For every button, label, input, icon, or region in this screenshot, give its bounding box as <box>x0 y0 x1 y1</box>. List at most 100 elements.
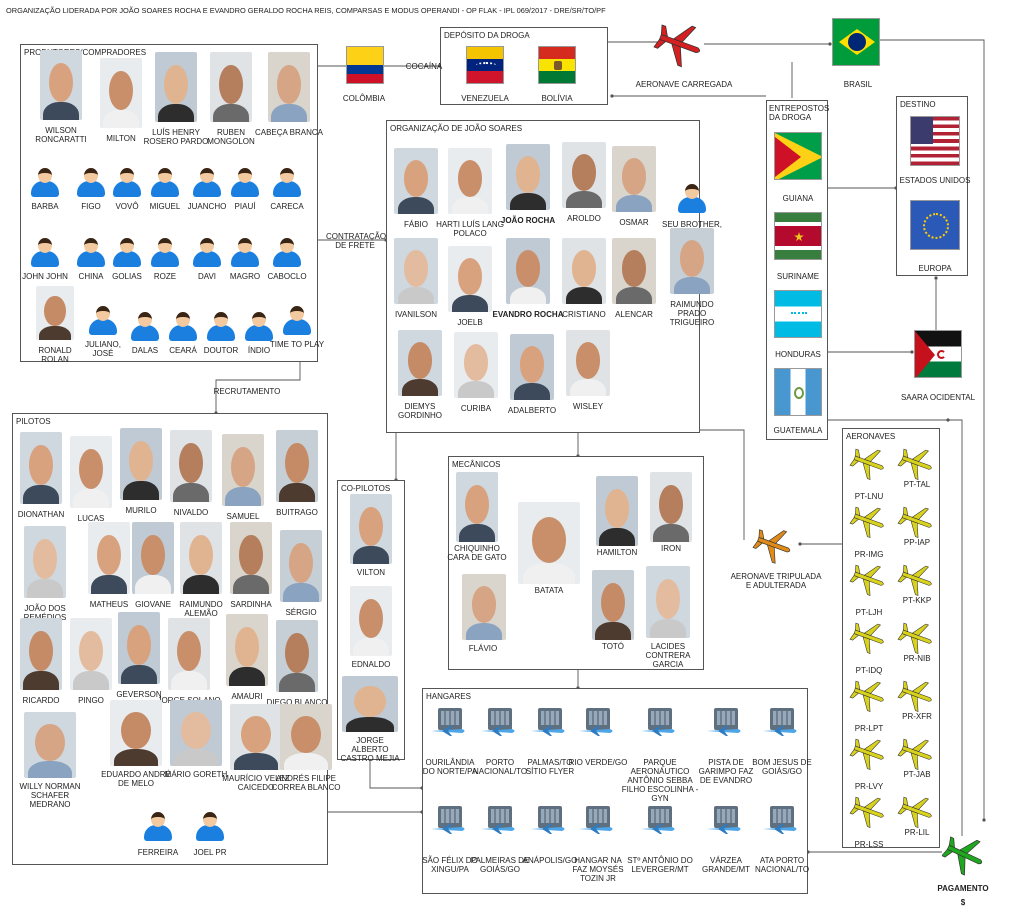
avatar-body <box>245 325 273 341</box>
photo-torso <box>569 378 607 396</box>
person-photo <box>24 712 76 778</box>
user-icon <box>74 168 108 198</box>
hangar-building <box>488 708 512 730</box>
photo-face <box>519 345 545 383</box>
member-name: DALAS <box>131 346 159 355</box>
member-name: BUITRAGO <box>276 508 318 517</box>
avatar-body <box>231 251 259 267</box>
user-icon <box>270 238 304 268</box>
aircraft-icon <box>897 738 932 770</box>
photo-face <box>605 488 629 528</box>
saara-flag <box>914 330 962 378</box>
aircraft-icon <box>849 622 884 654</box>
copilotos-title: CO-PILOTOS <box>341 484 391 493</box>
hangares-box: HANGARES <box>422 688 808 894</box>
member-name: CABEÇA BRANCA <box>254 128 324 137</box>
member-name: MILTON <box>106 134 136 143</box>
avatar-head <box>84 168 98 183</box>
photo-torso <box>522 562 576 584</box>
photo-torso <box>509 192 547 210</box>
user-icon <box>128 312 162 342</box>
aircraft-registration: PR-LPT <box>854 724 884 733</box>
photo-torso <box>401 378 439 396</box>
hangar-building <box>586 708 610 730</box>
person-photo <box>132 522 174 594</box>
photo-torso <box>513 382 551 400</box>
photo-torso <box>121 665 157 684</box>
hangar-building <box>438 806 462 828</box>
star-icon <box>794 232 804 242</box>
photo-face <box>457 257 483 295</box>
honduras-flag <box>774 290 822 338</box>
person-photo <box>276 430 318 502</box>
member-name: GIOVANE <box>135 600 171 609</box>
avatar-body <box>151 181 179 197</box>
hangar-icon <box>578 708 618 740</box>
aircraft-registration: PR-NIB <box>903 654 931 663</box>
person-photo <box>350 586 392 656</box>
recrutamento-label: RECRUTAMENTO <box>213 387 281 396</box>
member-name: ANDRÉS FILIPE CORREA BLANCO <box>271 774 341 792</box>
avatar-head <box>238 238 252 253</box>
globe-shape <box>848 33 866 51</box>
person-photo <box>226 614 268 686</box>
hangar-label: PISTA DE GARIMPO FAZ DE EVANDRO <box>698 758 754 785</box>
aircraft-icon <box>849 680 884 712</box>
emblem-icon <box>794 387 804 399</box>
photo-torso <box>174 748 218 766</box>
member-name: EDNALDO <box>351 660 391 669</box>
photo-face <box>471 585 497 623</box>
suriname-flag <box>774 212 822 260</box>
hangar-icon <box>706 708 746 740</box>
person-photo <box>398 330 442 396</box>
photo-torso <box>509 286 547 304</box>
member-name: JOEL PR <box>193 848 227 857</box>
avatar-body <box>196 825 224 841</box>
member-name: CARECA <box>270 202 304 211</box>
bolivia-flag <box>538 46 576 84</box>
aircraft-icon <box>897 680 932 712</box>
user-icon <box>190 238 224 268</box>
hangar-icon <box>480 806 520 838</box>
member-name: CHIQUINHO CARA DE GATO <box>447 544 507 562</box>
photo-torso <box>183 575 219 594</box>
member-name: EVANDRO ROCHA <box>492 310 564 319</box>
photo-face <box>33 538 57 580</box>
photo-torso <box>346 717 394 732</box>
member-name: CEARÁ <box>169 346 197 355</box>
member-name: JORGE ALBERTO CASTRO MEJIA <box>340 736 400 763</box>
member-name: VILTON <box>356 568 386 577</box>
member-name: GEVERSON <box>116 690 162 699</box>
hangar-icon <box>578 806 618 838</box>
photo-face <box>79 448 103 490</box>
member-name: BARBA <box>31 202 59 211</box>
hangar-icon <box>706 806 746 838</box>
avatar-body <box>31 181 59 197</box>
photo-face <box>141 534 165 576</box>
member-name: FLÁVIO <box>468 644 498 653</box>
person-photo <box>650 472 692 542</box>
member-name: IRON <box>661 544 681 553</box>
photo-face <box>407 341 433 379</box>
photo-face <box>97 534 121 576</box>
photo-face <box>44 295 66 326</box>
jet-icon <box>531 726 565 736</box>
guatemala-flag <box>774 368 822 416</box>
aeronaves-title: AERONAVES <box>846 432 896 441</box>
person-photo <box>155 52 197 122</box>
avatar-head <box>203 812 217 827</box>
jet-icon <box>481 726 515 736</box>
hangar-building <box>488 806 512 828</box>
country-label: SURINAME <box>776 272 820 281</box>
person-photo <box>36 286 74 340</box>
photo-torso <box>457 380 495 398</box>
member-name: MATHEUS <box>89 600 129 609</box>
hangar-label: OURILÂNDIA DO NORTE/PA <box>422 758 478 776</box>
person-photo <box>168 618 210 690</box>
photo-face <box>571 249 597 287</box>
hangar-label: PALMAS/TO SÍTIO FLYER <box>525 758 575 776</box>
aircraft-icon <box>849 738 884 770</box>
person-photo <box>170 430 212 502</box>
